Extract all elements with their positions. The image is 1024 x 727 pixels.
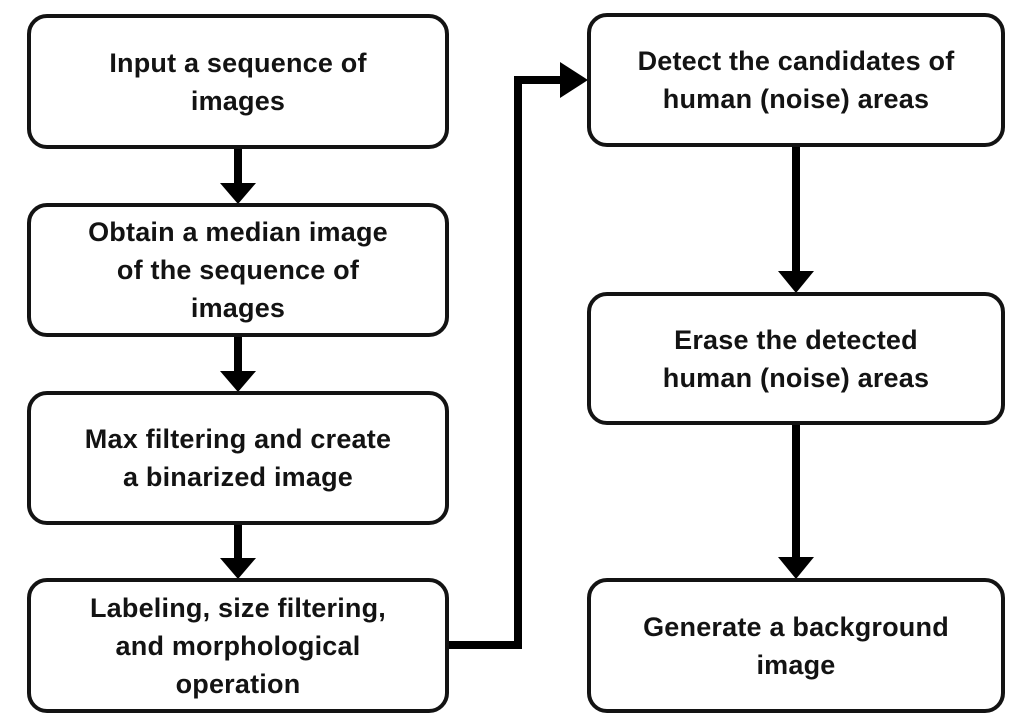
flow-box-label: Erase the detected human (noise) areas (662, 324, 930, 393)
flow-box-labeling: Labeling, size filtering, and morphologi… (27, 578, 449, 713)
flow-box-input-sequence: Input a sequence of images (27, 14, 449, 149)
edge-input-to-median-arrow (220, 147, 256, 204)
flow-box-label: Generate a background image (643, 611, 949, 680)
flow-box-median-image: Obtain a median image of the sequence of… (27, 203, 449, 337)
edge-labeling-to-detect-arrow (449, 62, 588, 649)
flow-box-max-filtering: Max filtering and create a binarized ima… (27, 391, 449, 525)
flow-box-erase-areas: Erase the detected human (noise) areas (587, 292, 1005, 425)
edge-median-to-maxfilter-arrow (220, 335, 256, 392)
flow-box-label: Max filtering and create a binarized ima… (84, 424, 392, 492)
flow-box-label: Input a sequence of images (109, 47, 367, 116)
flow-box-generate-background: Generate a background image (587, 578, 1005, 713)
flow-box-label: Obtain a median image of the sequence of… (88, 217, 388, 323)
flow-box-label: Detect the candidates of human (noise) a… (637, 46, 955, 114)
edge-erase-to-generate-arrow (778, 423, 814, 579)
edge-detect-to-erase-arrow (778, 145, 814, 293)
edge-maxfilter-to-labeling-arrow (220, 523, 256, 579)
flow-box-detect-candidates: Detect the candidates of human (noise) a… (587, 13, 1005, 147)
flow-box-label: Labeling, size filtering, and morphologi… (89, 592, 387, 699)
